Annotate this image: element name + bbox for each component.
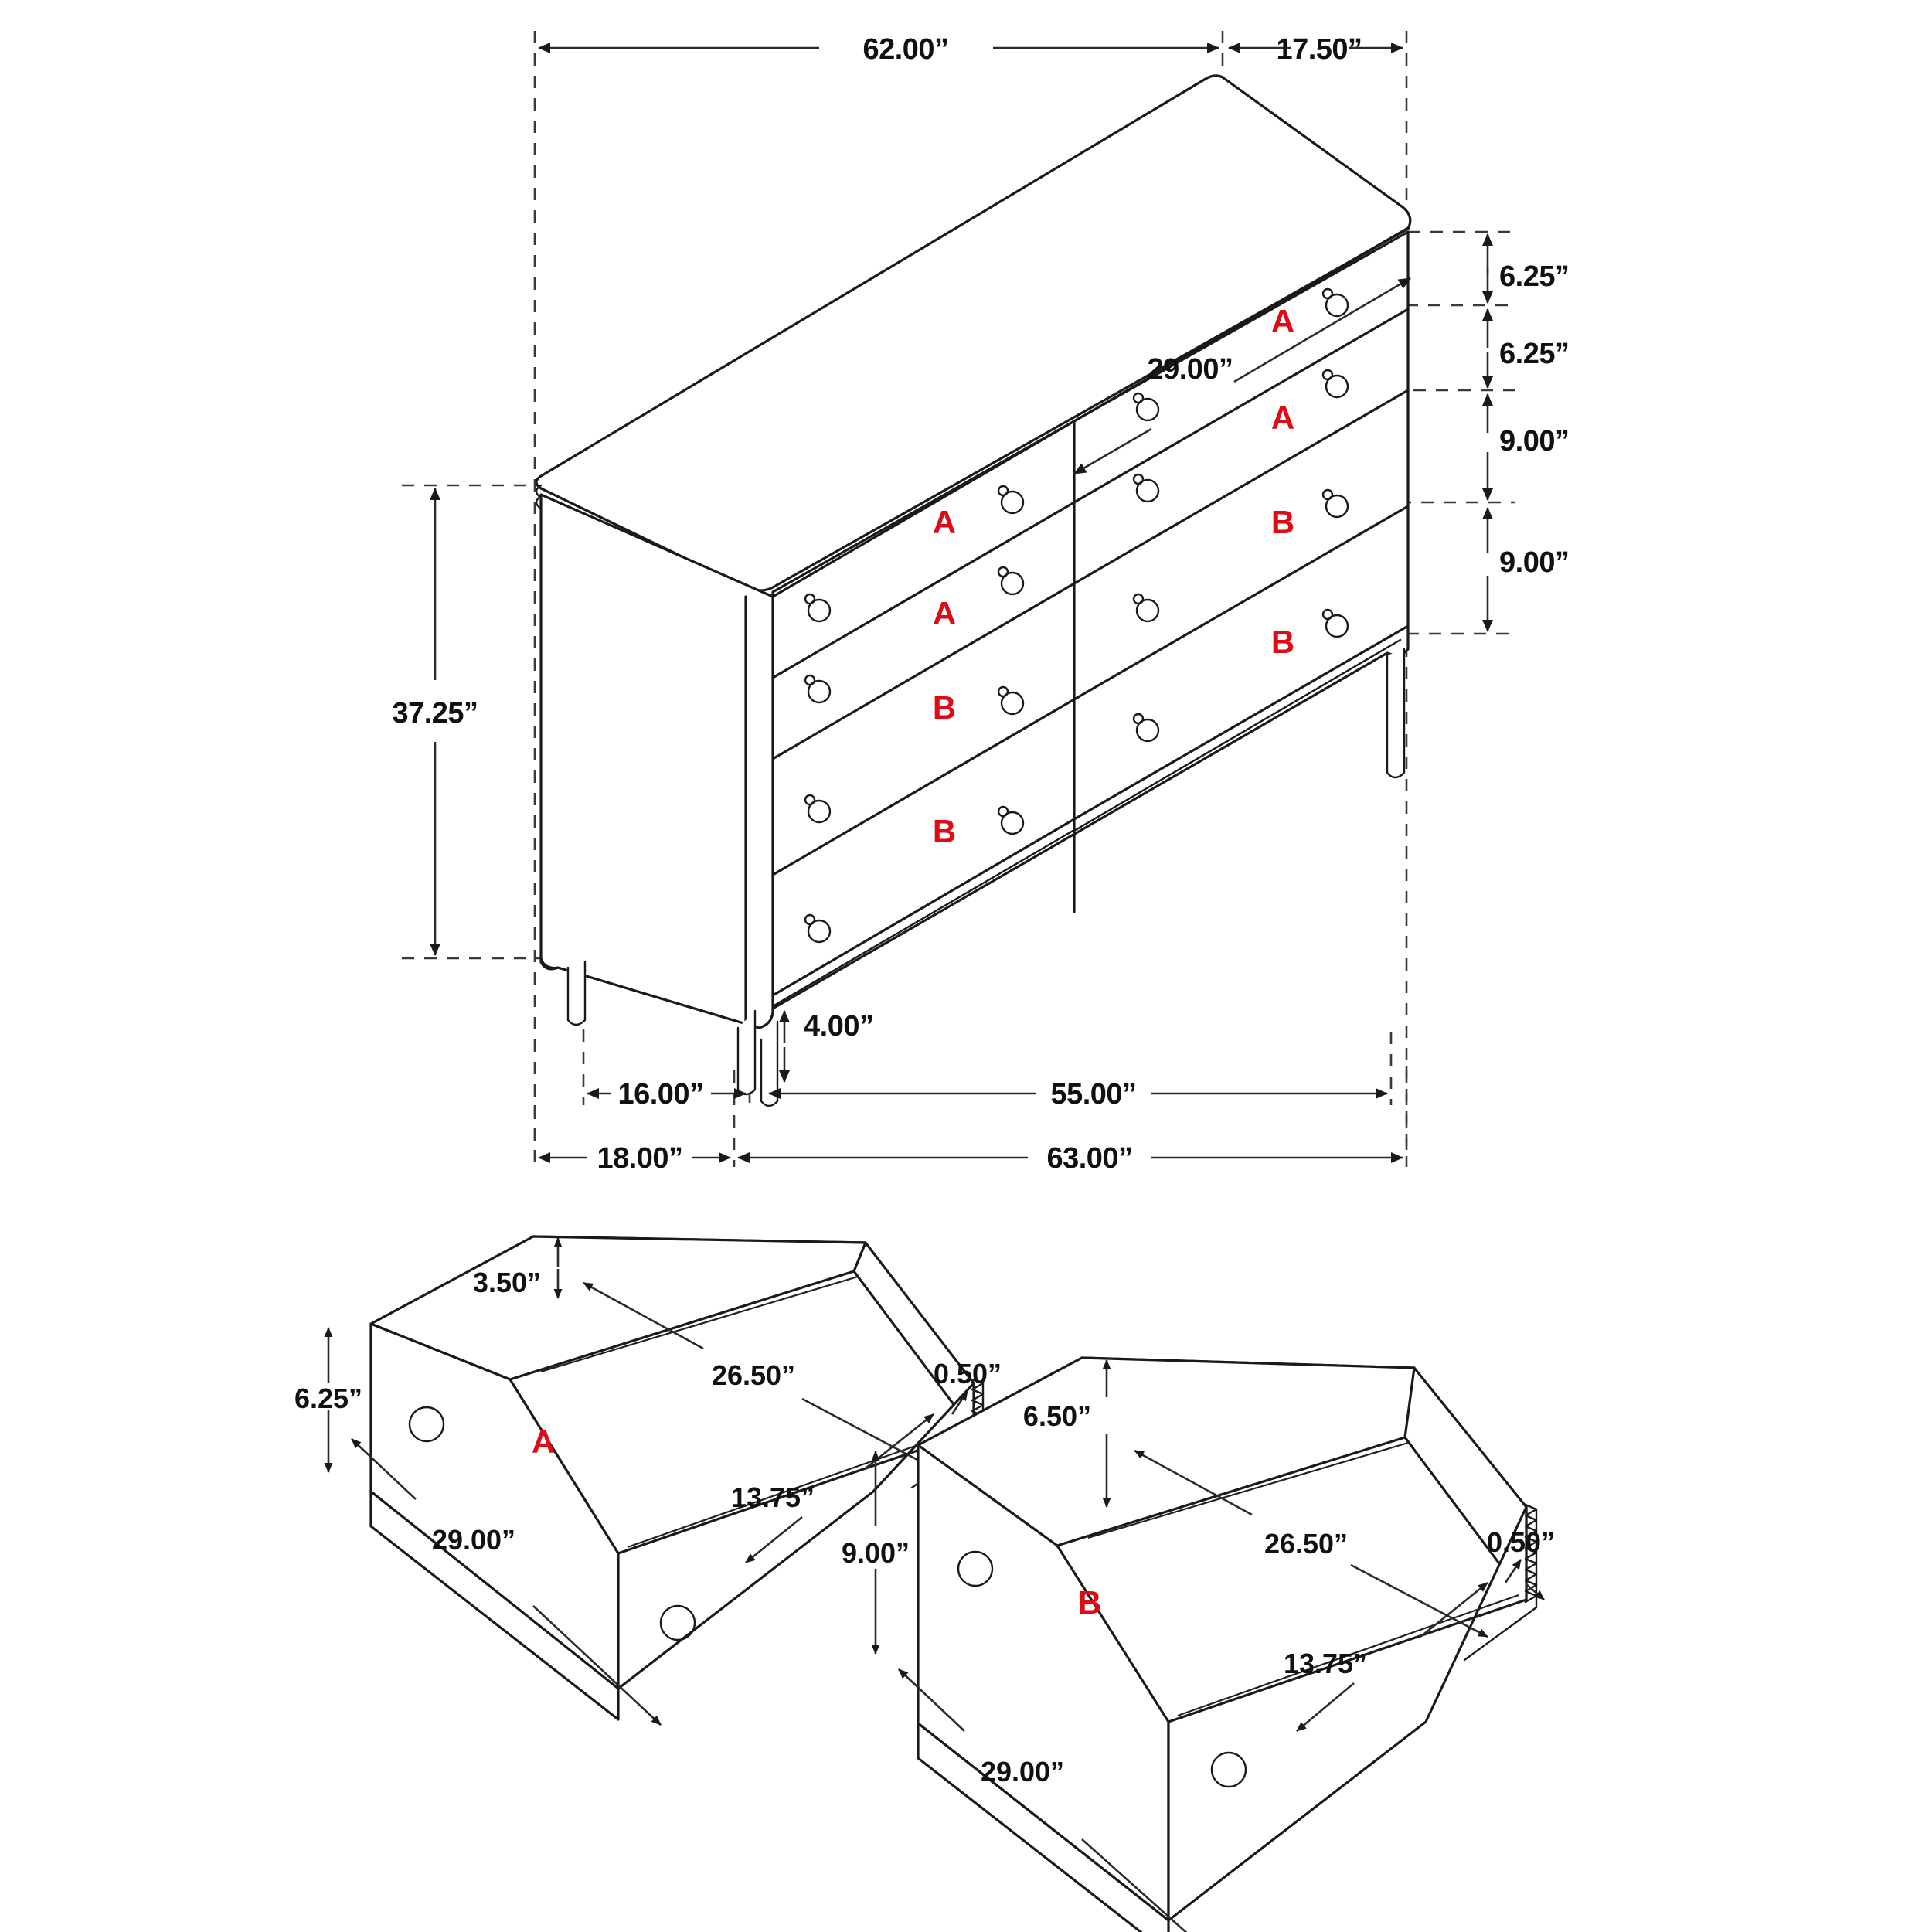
drawer-a-knob-icon [659,1604,696,1641]
part-label-right-2: A [1271,400,1294,436]
dim-label-b-900: 9.00” [842,1537,910,1569]
knob-icon [804,674,832,704]
dim-label-bottom-55: 55.00” [1050,1078,1136,1111]
dim-label-b-650: 6.50” [1023,1400,1091,1432]
dim-label-right-4: 9.00” [1499,546,1569,579]
dim-label-a-625: 6.25” [294,1383,362,1414]
knob-icon [1132,593,1160,623]
dim-label-right-3: 9.00” [1499,425,1569,457]
dim-label-b-1375: 13.75” [1284,1648,1367,1679]
dim-label-bottom-63: 63.00” [1046,1142,1132,1175]
dim-label-right-1: 6.25” [1499,260,1569,293]
part-label-left-3: B [933,689,956,726]
knob-icon [1132,473,1160,503]
dim-drawer-29 [1073,277,1411,475]
dim-label-drawer-29: 29.00” [1147,353,1233,386]
drawer-knob-group [804,287,1349,944]
knob-icon [997,685,1025,716]
dresser-isometric-group [402,31,1515,1167]
dim-label-bottom-18: 18.00” [597,1142,682,1175]
dim-b-050 [1504,1559,1545,1600]
knob-icon [997,566,1025,596]
knob-icon [1321,369,1349,399]
drawer-b-detail-group [871,1356,1545,1932]
dim-label-height-3725: 37.25” [392,697,478,730]
dim-label-a-2650: 26.50” [712,1359,795,1391]
dim-label-leg-400: 4.00” [804,1010,873,1043]
part-label-drawer-b: B [1078,1584,1101,1621]
drawer-a-detail-group [324,1235,992,1726]
dim-label-a-350: 3.50” [473,1267,541,1298]
dim-label-a-1375: 13.75” [731,1481,815,1513]
part-label-drawer-a: A [532,1423,555,1460]
part-label-right-1: A [1271,303,1294,339]
knob-icon [804,913,832,944]
dim-a-2900 [351,1438,662,1726]
drawer-b-knob-icon [1210,1751,1247,1788]
dim-label-b-050: 0.50” [1487,1526,1555,1558]
dim-b-2900 [898,1668,1188,1932]
knob-icon [997,485,1025,515]
part-label-left-1: A [933,504,956,540]
dim-label-top-62: 62.00” [862,33,948,66]
knob-icon [1321,608,1349,638]
dim-label-b-2900: 29.00” [981,1756,1064,1787]
knob-icon [1132,392,1160,422]
dim-label-a-2900: 29.00” [432,1524,515,1556]
drawer-a-knob-icon [408,1406,445,1443]
part-label-layer: A A B B A A B B A B [532,303,1294,1621]
dim-label-b-2650: 26.50” [1264,1528,1348,1560]
dim-label-top-1750: 17.50” [1276,33,1362,66]
part-label-right-3: B [1271,504,1294,540]
part-label-left-4: B [933,813,956,849]
dim-b-1375 [1296,1581,1488,1732]
dim-a-2650 [583,1281,934,1470]
part-label-right-4: B [1271,624,1294,660]
dresser-body [535,74,1412,1107]
dim-b-2650 [1134,1449,1488,1638]
dim-label-a-050: 0.50” [934,1358,1002,1389]
knob-icon [1132,713,1160,743]
part-label-left-2: A [933,595,956,631]
drawer-b-knob-icon [957,1550,994,1587]
dimension-text-layer: 62.00” 17.50” 6.25” 6.25” 9.00” 9.00” 29… [294,33,1570,1787]
knob-icon [804,794,832,824]
dim-label-right-2: 6.25” [1499,338,1569,370]
knob-icon [1321,488,1349,519]
knob-icon [1321,287,1349,318]
knob-icon [997,805,1025,835]
dim-label-bottom-16: 16.00” [617,1078,703,1111]
knob-icon [804,593,832,623]
